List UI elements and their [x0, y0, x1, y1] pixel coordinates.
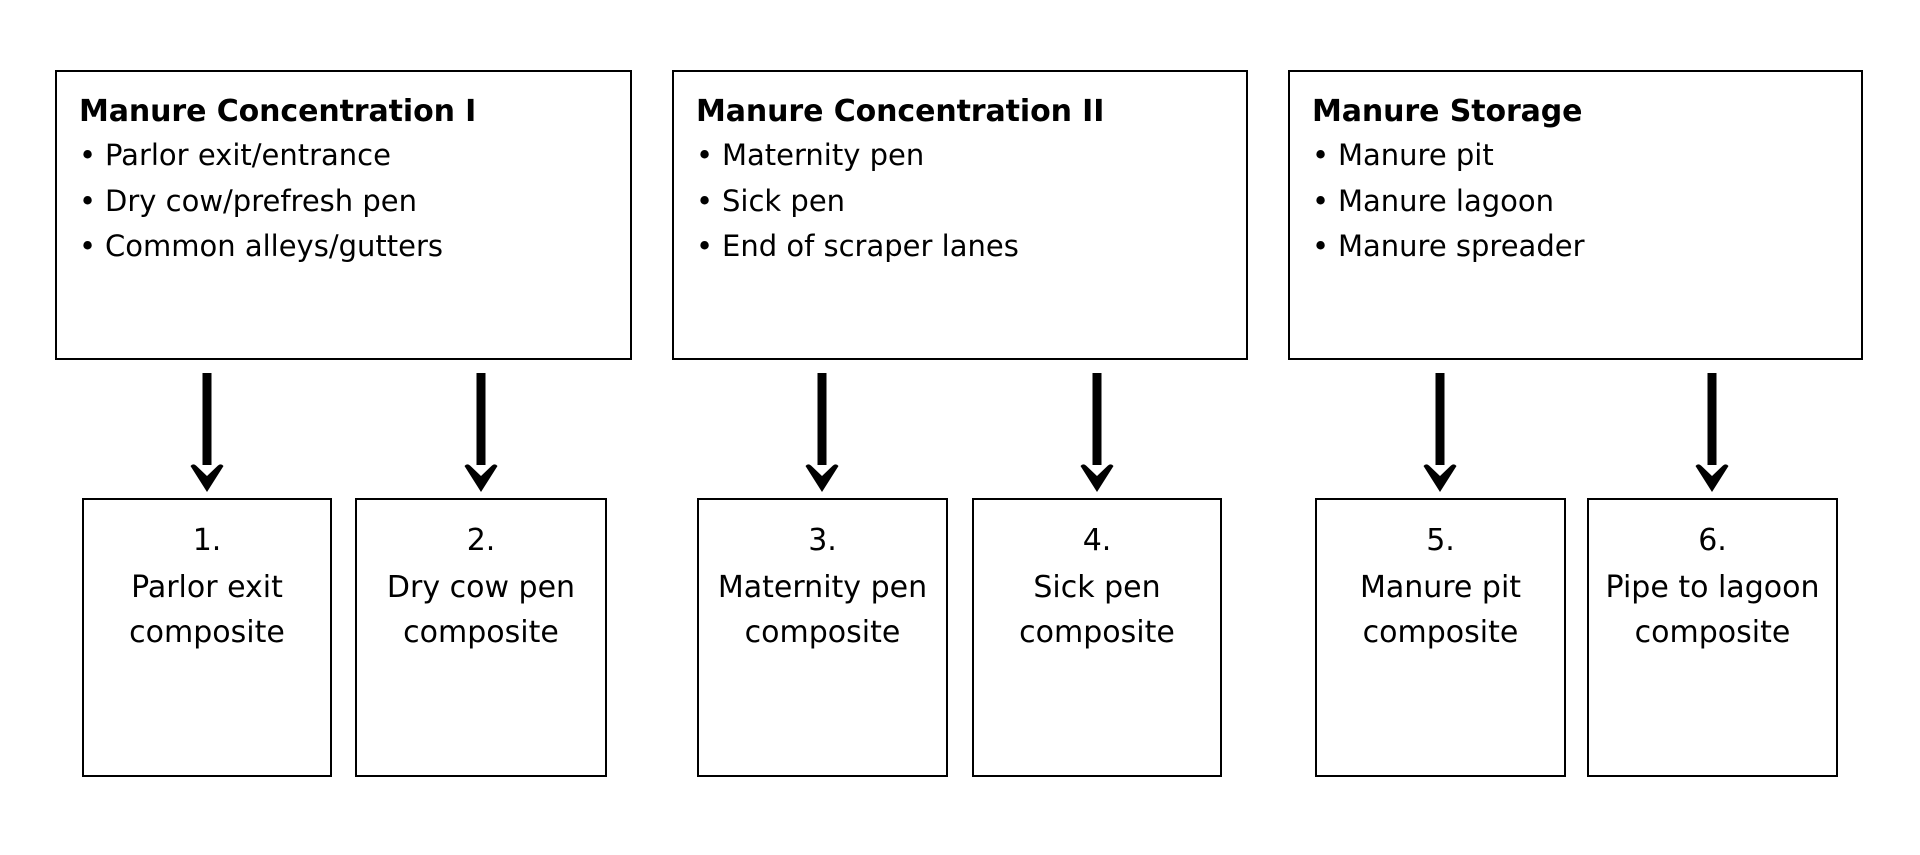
composite-box-4: 4. Sick pen composite	[972, 498, 1222, 777]
composite-label: Manure pit composite	[1359, 570, 1522, 650]
bullet-icon: •	[79, 183, 97, 218]
category-box-manure-concentration-ii: Manure Concentration II • Maternity pen …	[672, 70, 1248, 360]
list-item-label: Manure lagoon	[1338, 183, 1554, 218]
arrow-down-icon-4	[1079, 373, 1115, 493]
list-item: • Maternity pen	[696, 133, 1246, 178]
composite-number: 2.	[466, 523, 496, 558]
bullet-icon: •	[1312, 183, 1330, 218]
category-item-list: • Parlor exit/entrance • Dry cow/prefres…	[57, 133, 630, 269]
list-item-label: Sick pen	[722, 183, 846, 218]
arrow-down-icon-1	[189, 373, 225, 493]
list-item-label: End of scraper lanes	[722, 228, 1019, 263]
list-item-label: Common alleys/gutters	[105, 228, 444, 263]
list-item: • End of scraper lanes	[696, 224, 1246, 269]
composite-label: Maternity pen composite	[717, 570, 928, 650]
composite-number: 3.	[808, 523, 837, 558]
bullet-icon: •	[1312, 138, 1330, 173]
list-item: • Dry cow/prefresh pen	[79, 179, 630, 224]
composite-number: 6.	[1698, 523, 1727, 558]
list-item: • Manure spreader	[1312, 224, 1861, 269]
arrow-down-icon-6	[1694, 373, 1730, 493]
arrow-down-icon-3	[804, 373, 840, 493]
category-title: Manure Concentration I	[79, 94, 477, 129]
composite-label: Sick pen composite	[1019, 570, 1175, 650]
composite-label: Parlor exit composite	[129, 570, 285, 650]
list-item-label: Parlor exit/entrance	[105, 138, 391, 173]
composite-box-1: 1. Parlor exit composite	[82, 498, 332, 777]
composite-number: 4.	[1082, 523, 1112, 558]
list-item: • Manure lagoon	[1312, 179, 1861, 224]
category-box-manure-concentration-i: Manure Concentration I • Parlor exit/ent…	[55, 70, 632, 360]
arrow-down-icon-5	[1422, 373, 1458, 493]
arrow-down-icon-2	[463, 373, 499, 493]
composite-box-6: 6. Pipe to lagoon composite	[1587, 498, 1838, 777]
list-item-label: Dry cow/prefresh pen	[105, 183, 418, 218]
bullet-icon: •	[79, 228, 97, 263]
category-box-manure-storage: Manure Storage • Manure pit • Manure lag…	[1288, 70, 1863, 360]
composite-number: 5.	[1426, 523, 1455, 558]
composite-number: 1.	[192, 523, 222, 558]
list-item: • Parlor exit/entrance	[79, 133, 630, 178]
category-item-list: • Maternity pen • Sick pen • End of scra…	[674, 133, 1246, 269]
list-item-label: Maternity pen	[722, 138, 925, 173]
category-item-list: • Manure pit • Manure lagoon • Manure sp…	[1290, 133, 1861, 269]
bullet-icon: •	[1312, 228, 1330, 263]
bullet-icon: •	[696, 183, 714, 218]
bullet-icon: •	[696, 138, 714, 173]
list-item: • Sick pen	[696, 179, 1246, 224]
list-item: • Common alleys/gutters	[79, 224, 630, 269]
bullet-icon: •	[696, 228, 714, 263]
category-title: Manure Storage	[1312, 94, 1583, 129]
category-title: Manure Concentration II	[696, 94, 1105, 129]
list-item: • Manure pit	[1312, 133, 1861, 178]
list-item-label: Manure spreader	[1338, 228, 1585, 263]
composite-label: Pipe to lagoon composite	[1605, 570, 1820, 650]
composite-box-2: 2. Dry cow pen composite	[355, 498, 607, 777]
composite-box-5: 5. Manure pit composite	[1315, 498, 1566, 777]
bullet-icon: •	[79, 138, 97, 173]
composite-box-3: 3. Maternity pen composite	[697, 498, 948, 777]
list-item-label: Manure pit	[1338, 138, 1494, 173]
composite-label: Dry cow pen composite	[386, 570, 576, 650]
